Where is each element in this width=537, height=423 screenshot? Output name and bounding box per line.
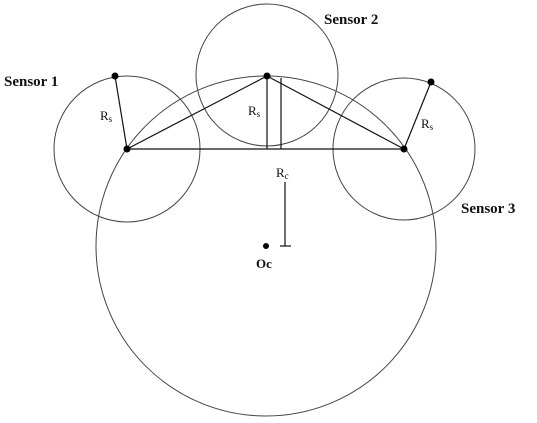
right-triangle-edge — [266, 75, 405, 150]
sensor-3-edge-point — [427, 78, 435, 86]
sensor-3-radius-line — [403, 81, 432, 150]
sensor-2-label: Sensor 2 — [324, 12, 378, 28]
sensor-1-radius-line — [114, 75, 128, 150]
coverage-center-label: Oc — [256, 256, 272, 271]
left-triangle-edge — [126, 75, 268, 150]
sensor-3-label: Sensor 3 — [461, 201, 515, 217]
sensor-1-label: Sensor 1 — [4, 74, 58, 90]
sensor-1-center-point — [123, 145, 131, 153]
sensor-2-radius-label: Rs — [248, 103, 261, 119]
coverage-center-point — [263, 243, 269, 249]
sensor-1-edge-point — [111, 72, 119, 80]
sensor-2-center-point — [263, 72, 271, 80]
sensor-3-center-point — [400, 145, 408, 153]
coverage-radius-label: Rc — [276, 165, 289, 181]
sensor-1-radius-label: Rs — [100, 108, 113, 124]
sensor-3-radius-label: Rs — [421, 116, 434, 132]
